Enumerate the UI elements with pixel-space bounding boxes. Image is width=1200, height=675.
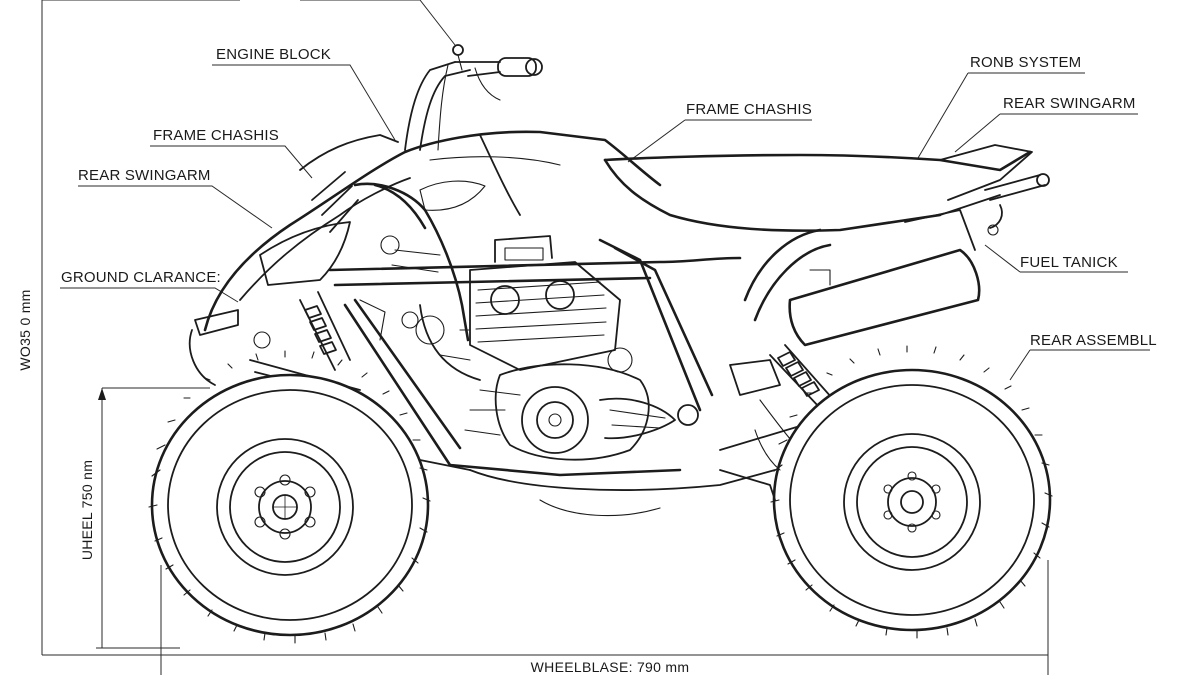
wheelbase-dimension: WHEELBLASE: 790 mm [531,659,690,675]
overall-height-dimension: WO35 0 mm [17,289,33,370]
label-frame-chassis-left: FRAME CHASHIS [153,127,279,144]
callout-labels: ENGINE BLOCK FRAME CHASHIS REAR SWINGARM… [61,46,1157,349]
front-wheel [148,350,431,644]
wheel-height-dimension: UHEEL 750 nm [79,460,95,560]
label-rond-system: RONB SYSTEM [970,54,1081,71]
atv-drawing [148,44,1053,644]
dimension-lines [41,0,1049,675]
label-engine-block: ENGINE BLOCK [216,46,331,63]
seat [603,144,1033,232]
label-ground-clearance: GROUND CLARANCE: [61,269,221,286]
footrest [419,429,781,501]
engine-block [380,235,676,461]
label-rear-assembly: REAR ASSEMBLL [1030,332,1157,349]
rear-grab-bar [984,173,1050,236]
leader-lines [60,0,1150,381]
rear-wheel [770,345,1053,639]
rear-suspension [719,344,833,451]
handlebar [404,44,543,151]
exhaust-muffler [788,209,981,347]
label-rear-swingarm-right: REAR SWINGARM [1003,95,1136,112]
label-fuel-tank: FUEL TANICK [1020,254,1118,271]
label-frame-chassis-center: FRAME CHASHIS [686,101,812,118]
label-rear-swingarm-left: REAR SWINGARM [78,167,211,184]
dimension-text: WO35 0 mm UHEEL 750 nm WHEELBLASE: 790 m… [17,289,689,675]
frame-tubes [328,182,832,517]
front-bodywork [203,130,662,332]
